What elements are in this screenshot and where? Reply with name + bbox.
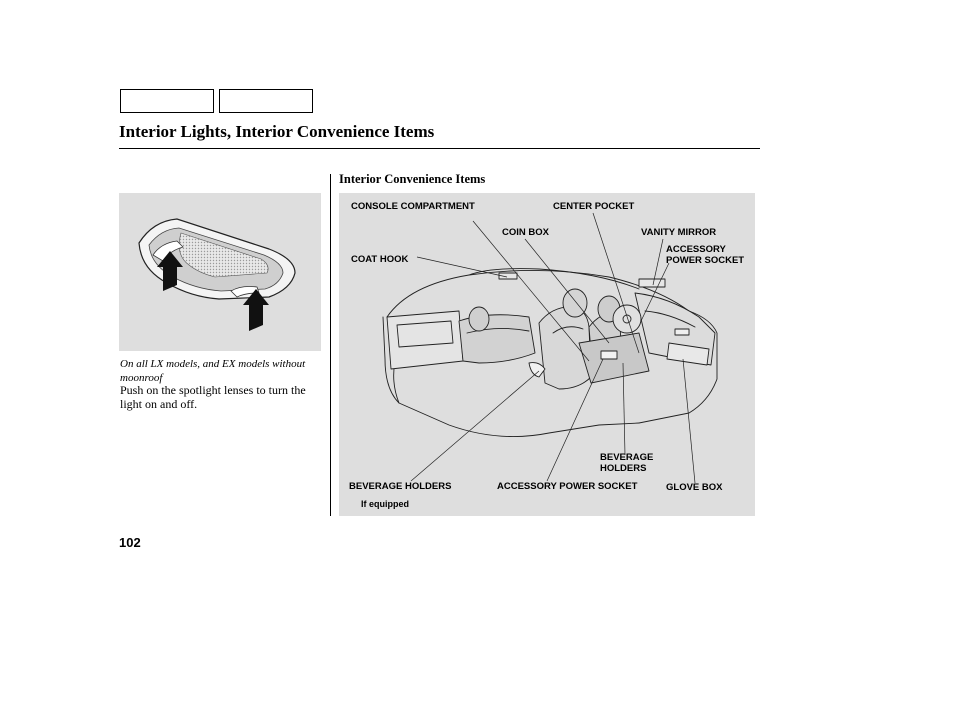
figure-caption: On all LX models, and EX models without … (120, 358, 306, 384)
main-menu-button[interactable]: Main Menu (120, 89, 214, 113)
label-console-compartment: CONSOLE COMPARTMENT (351, 201, 475, 212)
label-accessory-power-socket-bottom: ACCESSORY POWER SOCKET (497, 481, 638, 492)
title-divider (119, 148, 760, 149)
label-vanity-mirror: VANITY MIRROR (641, 227, 717, 238)
table-of-contents-button[interactable]: Table of Contents (219, 89, 313, 113)
interior-diagram: CONSOLE COMPARTMENT CENTER POCKET COIN B… (339, 193, 755, 516)
arrow-up-icon (243, 289, 269, 331)
label-coin-box: COIN BOX (502, 227, 549, 238)
label-beverage-holders-left: BEVERAGE HOLDERS (349, 481, 452, 492)
label-center-pocket: CENTER POCKET (553, 201, 635, 212)
column-divider (330, 174, 331, 516)
spotlight-illustration (138, 218, 296, 331)
car-interior-illustration (382, 212, 718, 484)
label-glove-box: GLOVE BOX (666, 482, 723, 493)
spotlight-instructions: Push on the spotlight lenses to turn the… (120, 383, 306, 411)
label-accessory-power-socket-top: ACCESSORY POWER SOCKET (666, 244, 745, 266)
leader-lines (410, 212, 696, 484)
spotlight-figure (119, 193, 321, 351)
note-if-equipped: If equipped (361, 499, 409, 509)
page-number: 102 (119, 535, 141, 550)
arrow-up-icon (157, 251, 183, 291)
page-title: Interior Lights, Interior Convenience It… (119, 122, 435, 141)
label-coat-hook: COAT HOOK (351, 254, 409, 265)
label-beverage-holders-right: BEVERAGE HOLDERS (600, 452, 654, 474)
section-heading: Interior Convenience Items (339, 172, 486, 186)
